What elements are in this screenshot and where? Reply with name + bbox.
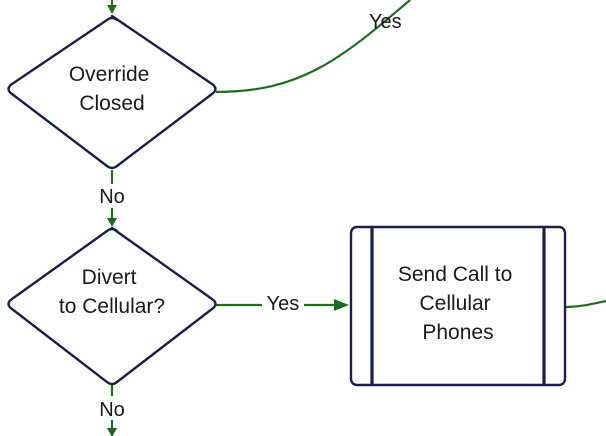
- edge-override-no: No: [96, 170, 128, 227]
- edge-divert-no: No: [96, 385, 128, 436]
- edge-incoming-top: [107, 0, 117, 14]
- diamond-shape: [7, 14, 217, 170]
- decision-override-closed-line2: Closed: [79, 92, 144, 115]
- process-line2: Cellular: [419, 292, 490, 315]
- process-send-call-label: Send Call to Cellular Phones: [398, 263, 518, 344]
- decision-override-closed-label: Override Closed: [69, 63, 155, 115]
- decision-override-closed[interactable]: Override Closed: [7, 14, 217, 170]
- process-box: [349, 225, 567, 387]
- decision-divert-to-cellular[interactable]: Divert to Cellular?: [7, 226, 217, 386]
- process-line1: Send Call to: [398, 263, 512, 286]
- edge-override-yes: Yes: [215, 0, 411, 94]
- decision-divert-to-cellular-label: Divert to Cellular?: [59, 266, 165, 318]
- process-send-call-to-cellular[interactable]: Send Call to Cellular Phones: [349, 225, 567, 387]
- decision-divert-line1: Divert: [82, 266, 137, 289]
- decision-override-closed-line1: Override: [69, 63, 150, 86]
- decision-divert-line2: to Cellular?: [59, 295, 165, 318]
- edge-divert-no-label: No: [99, 399, 125, 421]
- edge-divert-yes: Yes: [216, 292, 349, 316]
- edge-divert-yes-label: Yes: [267, 293, 300, 315]
- edge-override-yes-label: Yes: [369, 11, 402, 33]
- edge-override-no-label: No: [99, 186, 125, 208]
- edge-send-call-out: [564, 299, 606, 309]
- process-line3: Phones: [422, 321, 493, 344]
- diamond-shape: [7, 226, 217, 386]
